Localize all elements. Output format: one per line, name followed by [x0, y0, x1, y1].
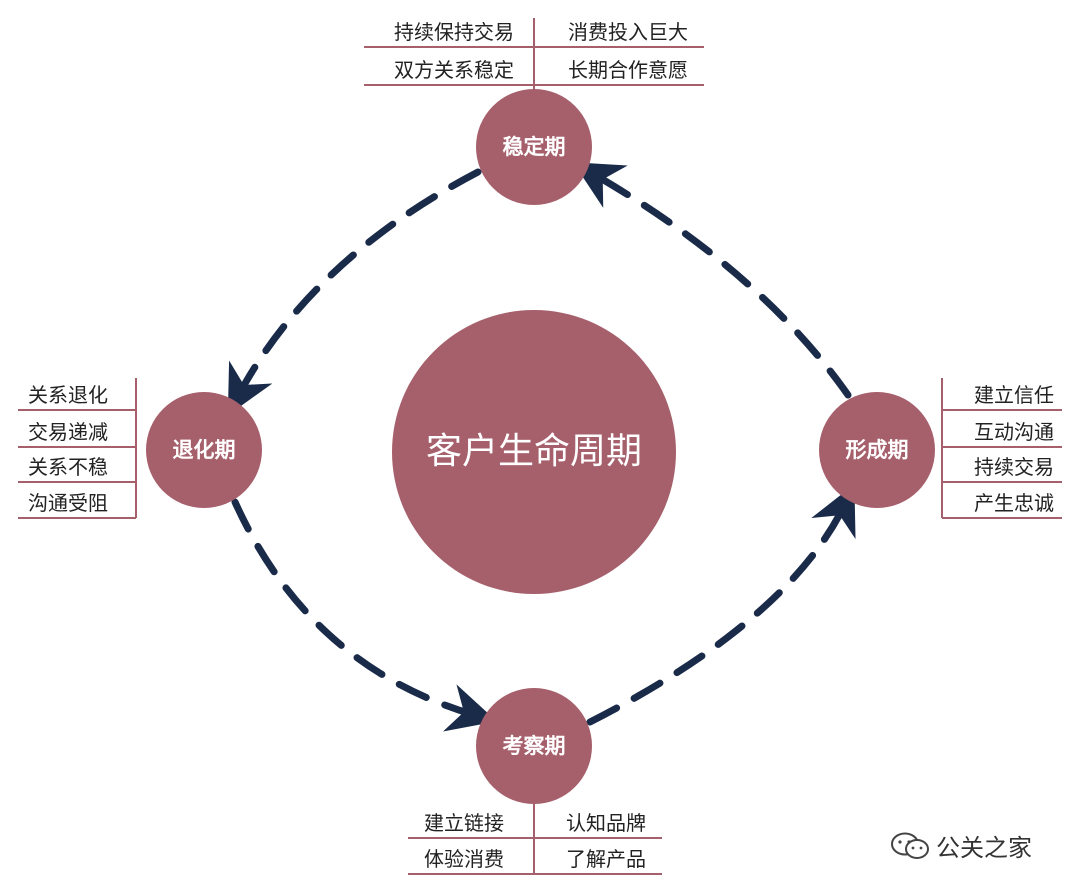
watermark-text: 公关之家 — [936, 834, 1032, 862]
inspection-rules — [408, 800, 662, 875]
wechat-icon — [891, 832, 929, 859]
stable-rules — [364, 18, 704, 92]
watermark: 公关之家 — [890, 828, 1032, 863]
decline-item-label: 关系不稳 — [28, 455, 108, 479]
arrow-decline-to-inspection — [231, 498, 497, 732]
arrow-inspection-to-formation — [586, 484, 856, 726]
formation-item-label: 持续交易 — [974, 455, 1054, 479]
arrow-stable-to-decline — [227, 168, 482, 416]
stable-item-label: 持续保持交易 — [394, 20, 514, 44]
stable-stage-name: 稳定期 — [502, 135, 566, 159]
formation-item-label: 建立信任 — [974, 383, 1054, 407]
arrow-formation-to-stable — [573, 162, 852, 399]
inspection-circle — [476, 688, 592, 804]
decline-rules — [18, 378, 137, 519]
stable-item-label: 长期合作意愿 — [568, 58, 688, 82]
formation-item-label: 互动沟通 — [974, 420, 1054, 444]
decline-item-label: 交易递减 — [28, 420, 108, 444]
decline-stage-name: 退化期 — [172, 438, 236, 462]
stable-item-label: 双方关系稳定 — [394, 58, 514, 82]
decline-item-label: 关系退化 — [28, 383, 108, 407]
inspection-item-label: 体验消费 — [424, 847, 504, 871]
formation-item-label: 产生忠诚 — [974, 491, 1054, 515]
formation-circle — [819, 392, 935, 508]
center-title: 客户生命周期 — [425, 431, 642, 472]
stable-item-label: 消费投入巨大 — [568, 20, 688, 44]
center-circle — [392, 310, 676, 594]
decline-item-label: 沟通受阻 — [28, 491, 108, 515]
formation-rules — [941, 378, 1062, 519]
inspection-stage-name: 考察期 — [502, 734, 566, 758]
formation-stage-name: 形成期 — [845, 438, 909, 462]
inspection-item-label: 建立链接 — [424, 811, 504, 835]
inspection-item-label: 认知品牌 — [566, 811, 646, 835]
decline-circle — [146, 392, 262, 508]
stable-circle — [476, 89, 592, 205]
inspection-item-label: 了解产品 — [566, 847, 646, 871]
